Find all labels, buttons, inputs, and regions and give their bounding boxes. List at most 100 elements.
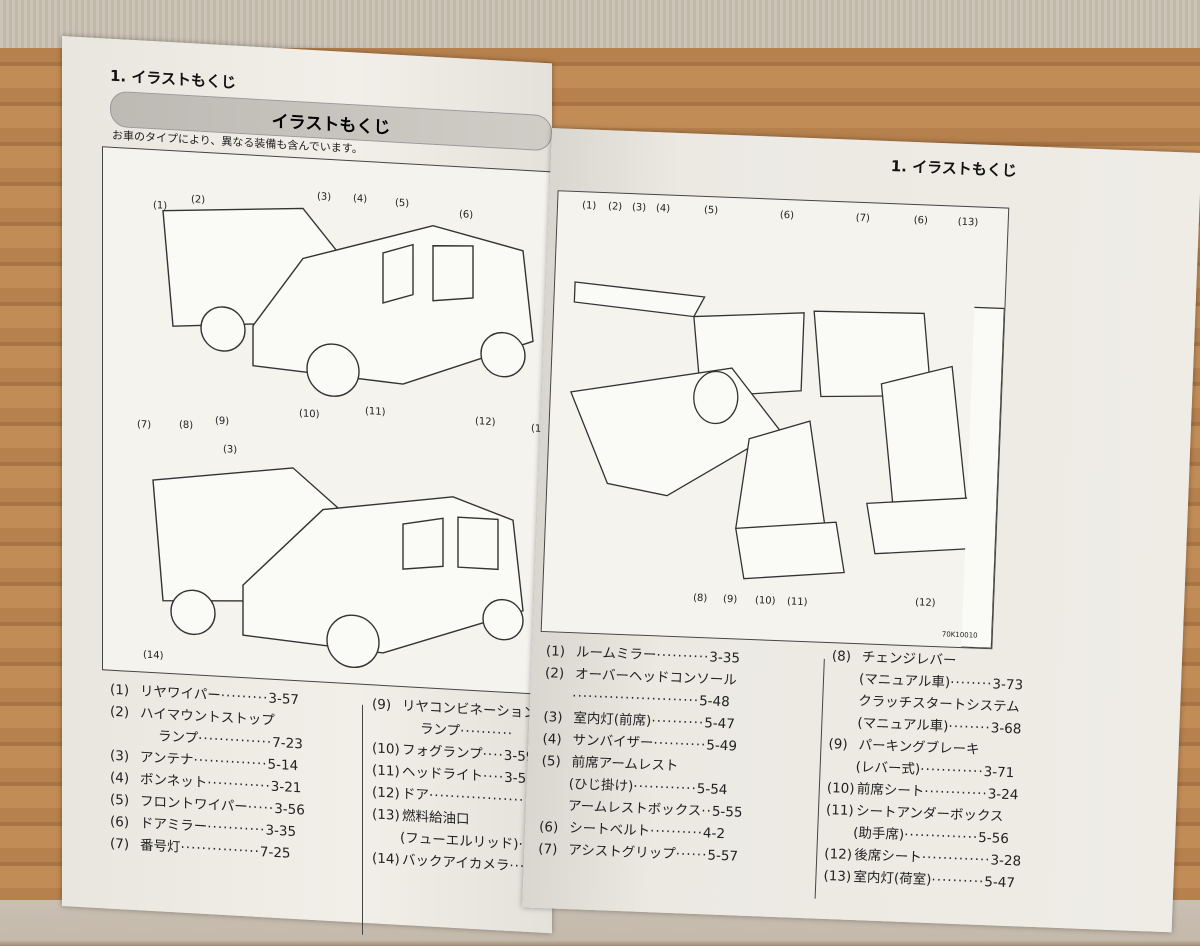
item-label: (レバー式) xyxy=(855,759,921,778)
item-num: (2) xyxy=(544,665,565,682)
callout-4: (4) xyxy=(655,203,671,215)
exterior-illustration: (1) (2) (3) (4) (5) (6) (7) (8) (9) (10)… xyxy=(102,146,552,696)
right-page-header: 1. イラストもくじ xyxy=(890,157,1018,180)
item-num: (10) xyxy=(372,740,400,758)
leader-dots: ········ xyxy=(949,674,993,693)
leader-dots: ·········· xyxy=(651,713,705,732)
item-label: 前席シート xyxy=(856,781,925,800)
leader-dots: ·········· xyxy=(649,823,704,842)
callout-6b: (6) xyxy=(913,214,929,227)
callout-11: (11) xyxy=(786,596,808,609)
leader-dots: ·········· xyxy=(931,872,985,891)
item-num: (4) xyxy=(542,731,562,748)
leader-dots: ········ xyxy=(948,718,992,737)
item-page: 5-47 xyxy=(984,874,1016,892)
item-label: バックアイカメラ xyxy=(402,852,510,875)
item-num: (7) xyxy=(538,841,558,858)
callout-10: (10) xyxy=(754,595,776,607)
item-page: 3-73 xyxy=(992,676,1024,694)
leader-dots: ·········· xyxy=(653,735,707,754)
item-page: 5-57 xyxy=(707,847,739,865)
callout-8: (8) xyxy=(179,419,194,432)
item-num: (13) xyxy=(823,867,852,886)
item-num: (14) xyxy=(372,850,400,868)
item-label: ランプ xyxy=(420,721,461,740)
item-num: (3) xyxy=(110,747,130,765)
figure-code: 70K10010 xyxy=(941,630,978,640)
callout-12: (12) xyxy=(475,416,496,429)
item-label: 後席シート xyxy=(854,847,923,866)
callout-1: (1) xyxy=(153,200,168,212)
item-page: 5-48 xyxy=(698,693,731,711)
item-label: サンバイザー xyxy=(572,732,654,752)
leader-dots: ············ xyxy=(923,783,989,803)
item-label: ランプ xyxy=(158,728,199,747)
item-page: 3-21 xyxy=(270,778,302,797)
leader-dots: ·············· xyxy=(903,827,979,846)
left-page-header: 1. イラストもくじ xyxy=(110,66,237,92)
callout-9: (9) xyxy=(722,593,738,606)
leader-dots: ·········· xyxy=(656,647,710,666)
item-page: 3-35 xyxy=(709,649,741,667)
item-num: (2) xyxy=(110,703,130,721)
leader-dots: ··········· xyxy=(207,819,266,839)
callout-10: (10) xyxy=(299,408,320,421)
item-label: アシストグリップ xyxy=(567,842,676,863)
callout-8: (8) xyxy=(692,592,708,605)
item-num: (7) xyxy=(110,835,130,853)
callout-13: (13) xyxy=(957,216,979,229)
right-index-col1: (1)ルームミラー ··········3-35 (2)オーバーヘッドコンソール… xyxy=(538,640,816,870)
leader-dots: ···· xyxy=(483,768,505,786)
item-num: (1) xyxy=(545,643,566,660)
item-page: 5-49 xyxy=(706,737,738,755)
callout-4: (4) xyxy=(353,193,368,206)
item-num: (9) xyxy=(828,736,848,753)
item-page: 5-14 xyxy=(267,756,299,775)
item-page: 3-68 xyxy=(990,720,1022,738)
left-index-col1: (1)リヤワイパー·········3-57 (2)ハイマウントストップ ランプ… xyxy=(110,679,350,868)
item-label: (ひじ掛け) xyxy=(568,776,634,795)
item-num: (8) xyxy=(831,648,852,665)
interior-illustration: (1) (2) (3) (4) (5) (6) (7) (6) (13) (8)… xyxy=(540,190,1010,650)
item-num: (12) xyxy=(372,784,400,802)
leader-dots: ··············· xyxy=(180,839,260,861)
item-num: (10) xyxy=(826,780,855,798)
item-page: 3-28 xyxy=(990,852,1022,870)
item-num: (6) xyxy=(538,819,559,836)
leader-dots: ·········· xyxy=(460,723,514,743)
item-page: 3-35 xyxy=(265,822,297,841)
item-page: 4-2 xyxy=(702,825,726,843)
callout-6: (6) xyxy=(779,209,795,222)
item-page: 5-54 xyxy=(696,781,728,799)
callout-14: (14) xyxy=(143,649,164,662)
leader-dots: ···· xyxy=(482,746,504,764)
item-page: 5-55 xyxy=(711,803,743,821)
item-num: (4) xyxy=(110,769,130,787)
column-divider xyxy=(362,704,363,935)
item-page: 7-25 xyxy=(259,844,291,862)
callout-3-bottom: (3) xyxy=(223,444,238,456)
callout-7: (7) xyxy=(137,419,152,431)
leader-dots: ······ xyxy=(675,846,708,864)
right-page: 1. イラストもくじ (1) (2) (3) (4) (5) (6) (7) (… xyxy=(522,128,1200,933)
item-label: ドア xyxy=(402,786,429,804)
item-page: 3-57 xyxy=(268,690,299,709)
item-num: (11) xyxy=(372,762,400,780)
item-page: 7-23 xyxy=(272,734,303,753)
item-num: (6) xyxy=(110,813,130,831)
item-num: (12) xyxy=(824,845,853,864)
callout-3: (3) xyxy=(317,191,332,204)
callout-2: (2) xyxy=(607,201,623,213)
leader-dots: ············ xyxy=(919,761,984,781)
item-page: 5-56 xyxy=(977,829,1010,848)
item-page: 5-47 xyxy=(703,715,736,733)
callout-5: (5) xyxy=(703,204,719,217)
background-wall xyxy=(0,0,1200,48)
leader-dots: ········· xyxy=(220,687,269,707)
item-label: (助手席) xyxy=(852,825,905,844)
callout-5: (5) xyxy=(395,197,410,210)
callout-6: (6) xyxy=(459,209,474,221)
item-page: 3-56 xyxy=(274,800,305,819)
item-page: 3-24 xyxy=(987,786,1019,804)
item-num: (13) xyxy=(372,806,400,824)
